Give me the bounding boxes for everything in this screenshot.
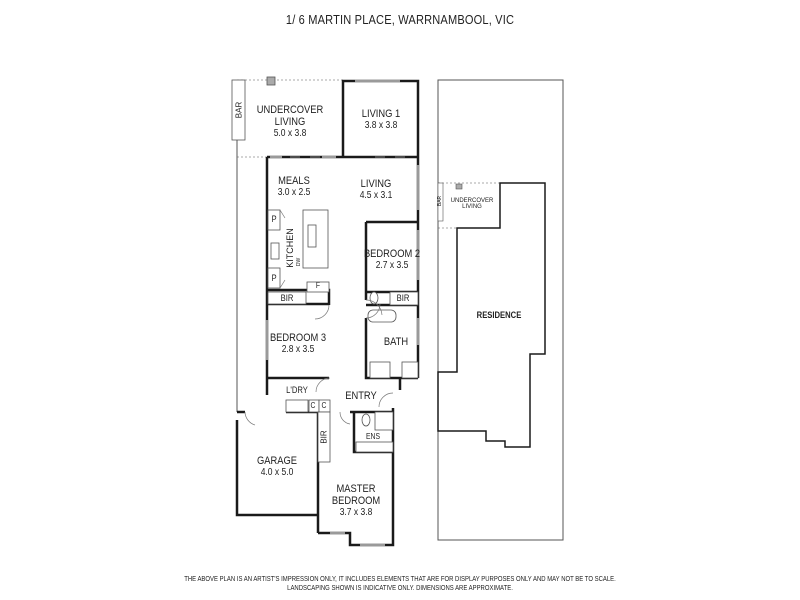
windows xyxy=(265,79,420,547)
bir-master xyxy=(317,411,331,463)
neighbour-bar xyxy=(437,182,444,222)
room-living: LIVING 4.5 x 3.1 xyxy=(357,178,395,201)
bath-label: BATH xyxy=(383,336,409,348)
laundry-label: L'DRY xyxy=(286,385,308,395)
bathtub-icon xyxy=(367,309,397,323)
fridge-space xyxy=(306,281,330,293)
room-name: UNDERCOVER xyxy=(256,104,324,116)
room-name: BEDROOM 2 xyxy=(363,248,421,260)
laundry-tub-icon xyxy=(285,399,309,413)
room-name: MASTER xyxy=(336,483,376,495)
neighbour-bar-label: BAR xyxy=(437,195,443,207)
room-name: LIVING xyxy=(274,116,306,129)
neighbour-undercover-label: UNDERCOVER LIVING xyxy=(451,198,494,211)
bar-label: BAR xyxy=(234,101,244,119)
neighbour-residence xyxy=(437,182,546,448)
room-name: LIVING 1 xyxy=(361,108,401,120)
ensuite-shower-icon xyxy=(374,411,394,431)
cupboard-label: C xyxy=(321,401,327,410)
room-name: GARAGE xyxy=(256,455,298,467)
ensuite-label: ENS xyxy=(366,432,380,441)
room-name: LIVING xyxy=(360,178,392,190)
cupboard-label: C xyxy=(310,401,316,410)
bar-counter xyxy=(231,79,246,141)
pantry-label: P xyxy=(271,214,277,224)
room-name: MEALS xyxy=(278,175,310,187)
vanity-icon xyxy=(369,361,391,379)
neighbour-residence-label: RESIDENCE xyxy=(476,310,522,320)
room-name: BEDROOM xyxy=(331,495,381,508)
cooktop-icon xyxy=(270,242,280,260)
label-line: UNDERCOVER xyxy=(450,198,494,204)
room-dims: 5.0 x 3.8 xyxy=(273,128,307,140)
room-garage: GARAGE 4.0 x 5.0 xyxy=(253,455,300,478)
disclaimer-line: LANDSCAPING SHOWN IS INDICATIVE ONLY. DI… xyxy=(287,584,513,592)
room-master-bedroom: MASTER BEDROOM 3.7 x 3.8 xyxy=(328,483,385,518)
plan-title: 1/ 6 MARTIN PLACE, WARRNAMBOOL, VIC xyxy=(285,12,515,27)
label-line: LIVING xyxy=(462,204,482,211)
room-name: BEDROOM 3 xyxy=(269,332,327,344)
entry-label: ENTRY xyxy=(345,390,377,402)
neighbour-lot xyxy=(437,79,564,541)
door-swings xyxy=(244,209,394,426)
disclaimer: THE ABOVE PLAN IS AN ARTIST'S IMPRESSION… xyxy=(0,576,800,594)
room-dims: 2.7 x 3.5 xyxy=(375,260,409,272)
bir-bed2 xyxy=(389,291,419,306)
pantry-bottom xyxy=(267,267,281,289)
room-meals: MEALS 3.0 x 2.5 xyxy=(275,175,313,198)
room-living-1: LIVING 1 3.8 x 3.8 xyxy=(358,108,403,131)
bir-label: BIR xyxy=(396,293,410,303)
room-dims: 3.8 x 3.8 xyxy=(364,120,398,132)
disclaimer-line: THE ABOVE PLAN IS AN ARTIST'S IMPRESSION… xyxy=(184,576,616,583)
room-dims: 3.0 x 2.5 xyxy=(277,187,311,199)
pantry-label: P xyxy=(271,273,277,283)
fridge-label: F xyxy=(315,281,321,290)
room-dims: 2.8 x 3.5 xyxy=(281,344,315,356)
bir-label: BIR xyxy=(280,293,294,303)
room-dims: 4.5 x 3.1 xyxy=(359,190,393,202)
bir-bed3 xyxy=(267,291,307,305)
neighbour-post-icon xyxy=(455,183,463,190)
pantry-top xyxy=(267,209,281,231)
bir-label: BIR xyxy=(319,430,329,444)
ensuite-toilet-icon xyxy=(361,413,371,427)
kitchen-label: KITCHEN xyxy=(285,228,295,268)
ensuite-vanity-icon xyxy=(355,441,394,453)
room-undercover-living: UNDERCOVER LIVING 5.0 x 3.8 xyxy=(251,104,329,139)
sink-icon xyxy=(307,224,317,248)
room-bedroom-2: BEDROOM 2 2.7 x 3.5 xyxy=(359,248,425,271)
dishwasher-label: DW xyxy=(296,257,302,267)
room-dims: 4.0 x 5.0 xyxy=(260,467,294,479)
shower-icon xyxy=(401,361,419,379)
post-icon xyxy=(266,76,276,86)
room-dims: 3.7 x 3.8 xyxy=(339,507,373,519)
room-bedroom-3: BEDROOM 3 2.8 x 3.5 xyxy=(265,332,331,355)
outdoor-boundaries xyxy=(237,79,500,229)
